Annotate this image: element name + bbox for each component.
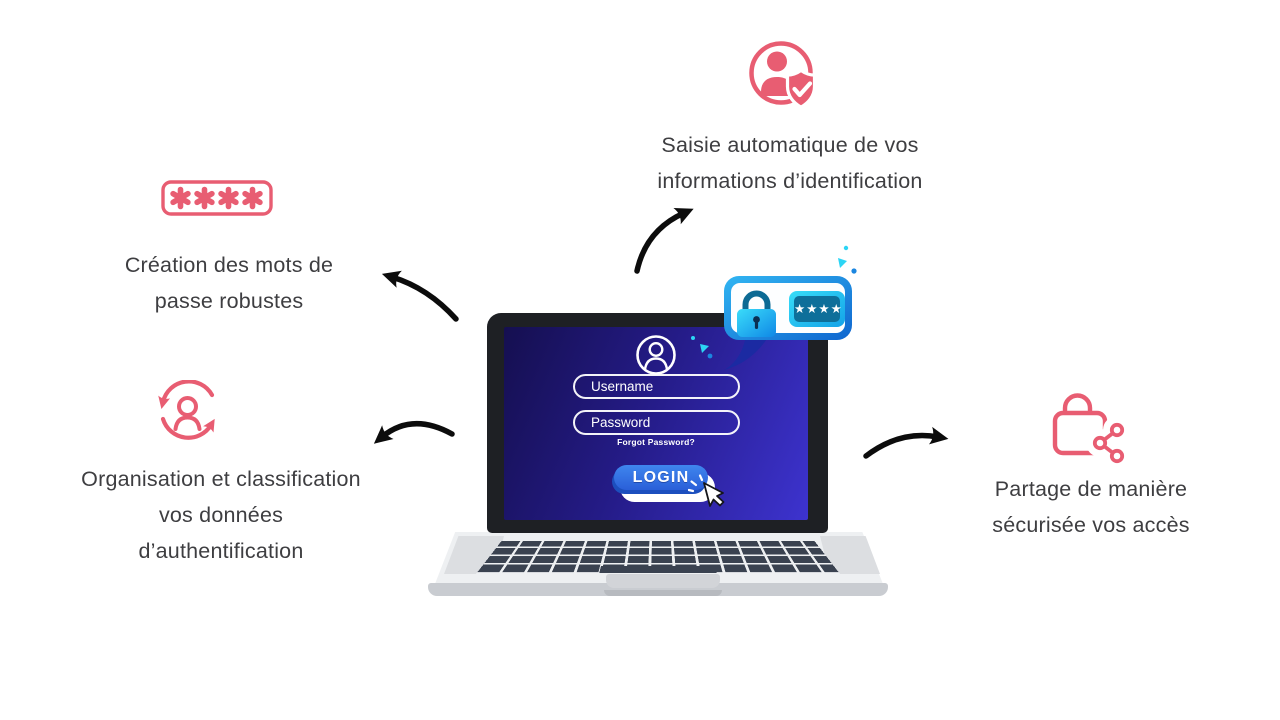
- cursor-icon: [688, 474, 725, 507]
- laptop-touchpad: [606, 574, 720, 588]
- feature-organization-line: d’authentification: [138, 539, 304, 563]
- feature-autofill-line: Saisie automatique de vos: [661, 133, 919, 157]
- feature-strong-passwords: Création des mots de passe robustes: [29, 180, 429, 319]
- lock-share-icon: [1052, 393, 1131, 470]
- password-asterisks-icon: [161, 180, 273, 216]
- laptop-keyboard: [476, 540, 840, 574]
- feature-strong-passwords-line: Création des mots de: [124, 253, 334, 277]
- user-sync-icon: [158, 379, 215, 440]
- badge-password-field: [789, 291, 845, 327]
- feature-organization-line: Organisation et classification: [81, 467, 361, 491]
- badge-lock-icon: [737, 290, 776, 337]
- login-button-label: LOGIN: [632, 468, 690, 486]
- feature-autofill: Saisie automatique de vos informations d…: [590, 38, 990, 199]
- password-field[interactable]: Password: [573, 410, 740, 435]
- arrow-to-autofill: [634, 207, 694, 274]
- laptop-screen: Username Password Forgot Password? LOGIN: [504, 327, 808, 520]
- feature-organization: Organisation et classification vos donné…: [21, 379, 421, 569]
- laptop-base-edge: [428, 583, 888, 596]
- feature-secure-sharing-line: sécurisée vos accès: [992, 513, 1190, 537]
- username-placeholder: Username: [591, 379, 654, 394]
- username-field[interactable]: Username: [573, 374, 740, 399]
- spacebar-key: [599, 565, 717, 573]
- laptop-lid-notch: [604, 590, 722, 596]
- feature-autofill-line: informations d’identification: [657, 169, 923, 193]
- password-badge: [691, 245, 857, 370]
- feature-strong-passwords-line: passe robustes: [154, 289, 304, 313]
- badge-password-stars: ★★★★: [794, 301, 843, 316]
- badge-tail: [724, 334, 768, 370]
- login-button-stack: LOGIN: [612, 464, 724, 508]
- user-shield-check-icon: [749, 41, 817, 109]
- password-placeholder: Password: [591, 415, 651, 430]
- badge-confetti: [691, 245, 857, 359]
- forgot-password-link[interactable]: Forgot Password?: [617, 437, 695, 447]
- feature-secure-sharing: Partage de manière sécurisée vos accès: [891, 386, 1280, 543]
- avatar-icon: [636, 335, 676, 375]
- feature-secure-sharing-line: Partage de manière: [994, 477, 1188, 501]
- laptop-lid: Username Password Forgot Password? LOGIN: [487, 313, 828, 533]
- login-button[interactable]: LOGIN: [614, 465, 708, 490]
- feature-organization-line: vos données: [158, 503, 284, 527]
